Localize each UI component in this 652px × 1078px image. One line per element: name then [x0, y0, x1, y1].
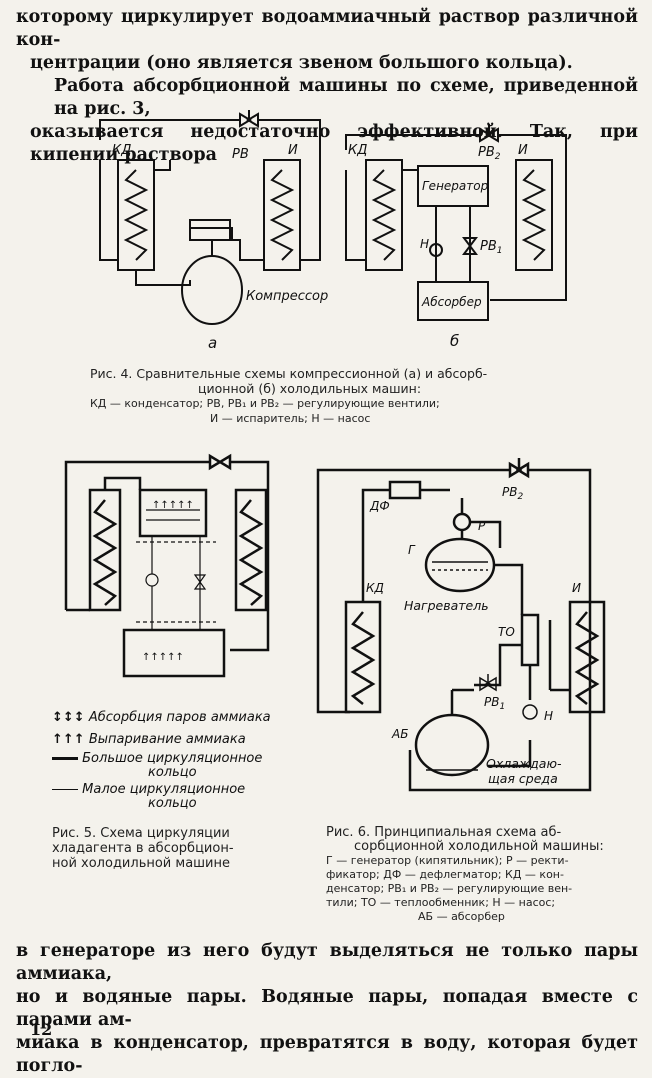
- label-rv-a: РВ: [232, 147, 249, 162]
- absorption-arrows-icon: ↕↕↕: [52, 710, 85, 725]
- legend-label: Большое циркуляционное: [82, 751, 263, 766]
- legend-label: Абсорбция паров аммиака: [88, 710, 271, 725]
- label-rv1: РВ1: [484, 695, 505, 712]
- caption-line: Рис. 4. Сравнительные схемы компрессионн…: [90, 366, 488, 381]
- caption-line: ционной (б) холодильных машин:: [198, 381, 422, 396]
- absorb-arrows: ↑↑↑↑↑: [142, 652, 184, 663]
- caption-line: тили; ТО — теплообменник; Н — насос;: [326, 896, 556, 909]
- bottom-paragraph: в генераторе из него будут выделяться не…: [16, 940, 638, 1078]
- label-kd-a: КД: [112, 143, 131, 158]
- label-n-b: Н: [420, 237, 429, 251]
- text-line: Работа абсорбционной машины по схеме, пр…: [54, 76, 638, 119]
- label-rv2: РВ2: [502, 485, 523, 502]
- page-number: 12: [30, 1020, 53, 1039]
- caption-line: И — испаритель; Н — насос: [210, 412, 371, 425]
- text-line: центрации (оно является звеном большого …: [30, 53, 573, 73]
- caption-line: Г — генератор (кипятильник); Р — ректи-: [326, 854, 569, 867]
- figure-6-diagram: ДФ Р Г Нагреватель КД ТО И РВ2 РВ1 Н АБ …: [316, 458, 606, 792]
- caption-line: КД — конденсатор; РВ, РВ₁ и РВ₂ — регули…: [90, 397, 440, 410]
- figure-6-caption: Рис. 6. Принципиальная схема аб- сорбцио…: [326, 826, 621, 924]
- label-compressor: Компрессор: [246, 289, 328, 304]
- legend-label: кольцо: [148, 796, 197, 811]
- legend-label: Выпаривание аммиака: [88, 732, 246, 747]
- label-i-b: И: [518, 143, 528, 158]
- label-generator: Генератор: [422, 179, 489, 193]
- label-cooling-2: щая среда: [488, 771, 558, 786]
- caption-line: ной холодильной машине: [52, 856, 231, 871]
- label-kd: КД: [366, 581, 384, 595]
- label-kd-b: КД: [348, 143, 367, 158]
- text-line: миака в конденсатор, превратятся в воду,…: [16, 1033, 638, 1076]
- thin-line-icon: [52, 789, 78, 790]
- label-i: И: [572, 581, 581, 595]
- evaporation-arrows-icon: ↑↑↑: [52, 732, 85, 747]
- label-to: ТО: [498, 625, 515, 639]
- evap-arrows: ↑↑↑↑↑: [152, 500, 194, 511]
- caption-line: денсатор; РВ₁ и РВ₂ — регулирующие вен-: [326, 882, 573, 895]
- figure-4-diagram: КД РВ И Компрессор а КД РВ2 И Генератор …: [99, 110, 567, 352]
- label-r: Р: [478, 519, 486, 533]
- legend-row: ↕↕↕ Абсорбция паров аммиака: [52, 710, 292, 732]
- text-line: которому циркулирует водоаммиачный раств…: [16, 7, 638, 50]
- thick-line-icon: [52, 757, 78, 760]
- label-i-a: И: [288, 143, 298, 158]
- legend-row: Большое циркуляционное кольцо: [52, 752, 292, 780]
- label-n: Н: [544, 709, 553, 723]
- figure-4-caption: Рис. 4. Сравнительные схемы компрессионн…: [90, 366, 570, 426]
- figure-5-caption: Рис. 5. Схема циркуляции хладагента в аб…: [52, 826, 282, 871]
- text-line: но и водяные пары. Водяные пары, попадая…: [16, 987, 638, 1030]
- label-absorber: Абсорбер: [421, 295, 482, 309]
- label-rv1-b: РВ1: [480, 239, 503, 256]
- caption-line: сорбционной холодильной машины:: [354, 839, 604, 854]
- legend-row: ↑↑↑ Выпаривание аммиака: [52, 732, 292, 752]
- figure-5-legend: ↕↕↕ Абсорбция паров аммиака ↑↑↑ Выпарива…: [52, 710, 292, 811]
- caption-line: фикатор; ДФ — дефлегматор; КД — кон-: [326, 868, 564, 881]
- label-rv2-b: РВ2: [478, 145, 501, 162]
- legend-row: Малое циркуляционное кольцо: [52, 783, 292, 811]
- label-df: ДФ: [369, 499, 390, 513]
- text-line: в генераторе из него будут выделяться не…: [16, 941, 638, 984]
- legend-label: Малое циркуляционное: [82, 782, 246, 797]
- label-g: Г: [408, 543, 416, 557]
- caption-line: хладагента в абсорбцион-: [52, 841, 234, 856]
- legend-label: кольцо: [148, 765, 197, 780]
- label-b: б: [450, 332, 459, 350]
- caption-line: АБ — абсорбер: [418, 910, 505, 923]
- caption-line: Рис. 5. Схема циркуляции: [52, 826, 230, 841]
- figure-5-diagram: ↑↑↑↑↑ ↑↑↑↑↑: [64, 453, 270, 678]
- label-cooling-1: Охлаждаю-: [486, 756, 562, 771]
- label-ab: АБ: [391, 727, 408, 741]
- label-heater: Нагреватель: [404, 598, 489, 613]
- label-a: а: [208, 334, 217, 352]
- caption-line: Рис. 6. Принципиальная схема аб-: [326, 825, 562, 840]
